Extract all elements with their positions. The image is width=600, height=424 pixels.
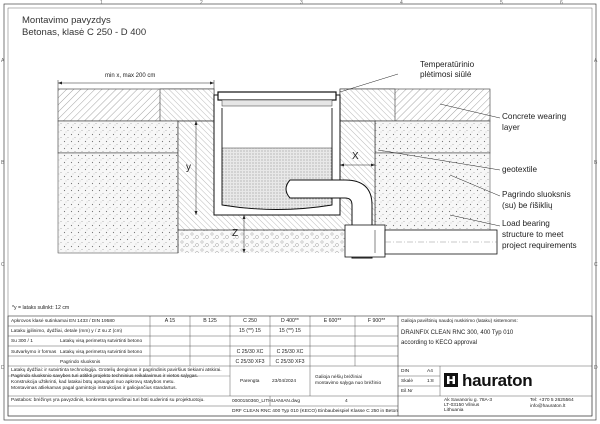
edge-mark-left-a: A [1, 58, 5, 64]
load-class-a15: A 15 [164, 318, 176, 324]
edge-mark-left-b: B [1, 160, 5, 166]
brand-address-1: Ak Savanoriu g. 78A-3 [444, 398, 492, 403]
value-d400-row1: 15 (**) 15 [279, 328, 301, 334]
dim-x-label: X [352, 151, 359, 162]
value-c250-row1: 15 (**) 15 [239, 328, 261, 334]
base-layer-left [57, 120, 179, 154]
channel-inner-wall [221, 108, 333, 210]
channel-grate [217, 91, 337, 101]
leader-base-layer [449, 174, 501, 197]
edge-mark-top-4: 4 [400, 0, 403, 6]
pipe-socket [344, 224, 386, 258]
brand-phone: Tel: +370 5 2625564 [530, 398, 574, 403]
edge-mark-top-6: 6 [560, 0, 563, 6]
valid-note-2: montavimo sąlyga nuo brėžinio [315, 381, 382, 386]
row-label-3: Latakų visą perimetrą sutvirtinti betono [60, 339, 143, 344]
note-3: Konstrukcija užtikrinti, kad latakai būt… [11, 380, 175, 385]
label-expansion-joint-1: Temperatūrinio [420, 60, 475, 69]
outlet-elbow [285, 179, 373, 259]
load-class-e600: E 600** [323, 318, 342, 324]
load-class-c250: C 250 [243, 318, 257, 324]
edge-mark-right-d: D [594, 365, 598, 371]
leader-wearing-layer [439, 103, 501, 119]
label-load-bearing-1: Load bearing [502, 219, 550, 228]
note-1: Latakų dydžiai: ir sutvirtinta technolog… [11, 368, 222, 373]
label-base-layer-2: (su) be ŕišiklių [502, 201, 553, 210]
row-label-4: Sutvarkymo ir formas [11, 350, 57, 355]
row-label-1: Lataku įgilinimo, dydžiai, detale (mm) y… [11, 329, 123, 334]
load-class-b125: B 125 [203, 318, 217, 324]
edge-mark-left-c: C [1, 262, 5, 268]
leader-expansion-joint [339, 73, 399, 93]
edge-mark-top-3: 3 [300, 0, 303, 6]
drawing-title-line1: Montavimo pavyzdys [22, 15, 111, 26]
dim-z-label: Z [232, 228, 239, 239]
load-class-f900: F 900** [367, 318, 386, 324]
brand-address-2: LT-03150 Vilnius [444, 403, 480, 408]
according-line: according to KECO approval [401, 340, 478, 346]
edge-mark-right-a: A [594, 58, 598, 64]
label-concrete-wearing-1: Concrete wearing [502, 112, 567, 121]
value-c250-row3: C 25/30 XF3 [235, 359, 265, 365]
dim-top-width-label: min x, max 200 cm [105, 73, 156, 79]
date-value: 23/04/2024 [272, 379, 297, 384]
file-name: 0000150360_LITHUANIAN.dwg [232, 399, 300, 404]
brand-address-3: Lithuania [444, 408, 464, 413]
leader-geotextile [377, 149, 501, 171]
base-layer-right [374, 120, 491, 154]
scale-label: Skalė [401, 379, 413, 384]
leader-load-bearing [449, 214, 501, 227]
row-label-6: Pagrindo sluoksnis [60, 360, 101, 365]
label-concrete-wearing-2: layer [502, 123, 520, 132]
value-d400-row2: C 25/30 XC [276, 349, 304, 355]
subbase-left [57, 152, 179, 254]
edge-mark-top-1: 1 [100, 0, 103, 6]
load-class-d400: D 400** [281, 318, 299, 324]
right-note: Galioja pavištinių naudoj nuskirimo (lat… [401, 319, 518, 324]
concrete-haunch-left-top [159, 88, 215, 122]
dim-y-label: y [186, 162, 191, 173]
din-label: DIN [401, 369, 410, 374]
edge-mark-top-2: 2 [200, 0, 203, 6]
brand-name: hauraton [462, 371, 533, 390]
edge-mark-right-b: B [594, 160, 598, 166]
label-expansion-joint-2: plėtimosi siūlė [420, 70, 472, 79]
concrete-haunch-right-top [339, 88, 396, 122]
edge-mark-top-5: 5 [500, 0, 503, 6]
footnote: *y = lataks sulinkt: 12 cm [12, 305, 70, 311]
value-d400-row3: C 25/30 XF3 [275, 359, 305, 365]
row-label-2: Su 300 / 1 [11, 339, 33, 344]
label-base-layer-1: Pagrindo sluoksnis [502, 190, 571, 199]
row-label-5: Latakų visą perimetrą sutvirtinti betono [60, 350, 143, 355]
edge-mark-left-d: D [1, 365, 5, 371]
hauraton-logo-icon [444, 373, 458, 387]
outer-frame [3, 3, 597, 421]
label-load-bearing-3: project requirements [502, 241, 577, 250]
label-load-bearing-2: structure to meet [502, 230, 564, 239]
note-5: Pastabos: brėžinys yra pavyzdinis, konkr… [11, 398, 205, 403]
channel-grate-bar [221, 99, 333, 107]
brand-email: info@hauraton.lt [530, 404, 566, 409]
edge-mark-right-c: C [594, 262, 598, 268]
drawing-bottom-line: DRF CLEAN RNC 400 Typ 010 (KECO) Einbaub… [232, 409, 399, 414]
product-line: DRAINFIX CLEAN RNC 300, 400 Typ 010 [401, 330, 514, 336]
table-header-left: Apkrovos klasė sutinkamai EN 1433 / DIN … [11, 319, 115, 324]
din-value: A4 [427, 369, 433, 374]
drawing-title-line2: Betonas, klasė C 250 - D 400 [22, 27, 147, 38]
label-geotextile: geotextile [502, 165, 538, 174]
note-2: Pagrindo sluoksnio savybes turi atitikti… [11, 374, 199, 379]
channel-sediment [221, 147, 333, 210]
valid-note-1: Galioja nėšių brėžiniai [315, 375, 362, 380]
scale-value: 1:8 [427, 379, 434, 384]
note-4: Montavimas atliekamas pagal gamintojo in… [11, 386, 177, 391]
sheet-label: Eil.Nr [401, 389, 413, 394]
value-c250-row2: C 25/30 XC [236, 349, 264, 355]
page-number: 4 [345, 399, 348, 404]
date-label: Parengta [240, 379, 260, 384]
